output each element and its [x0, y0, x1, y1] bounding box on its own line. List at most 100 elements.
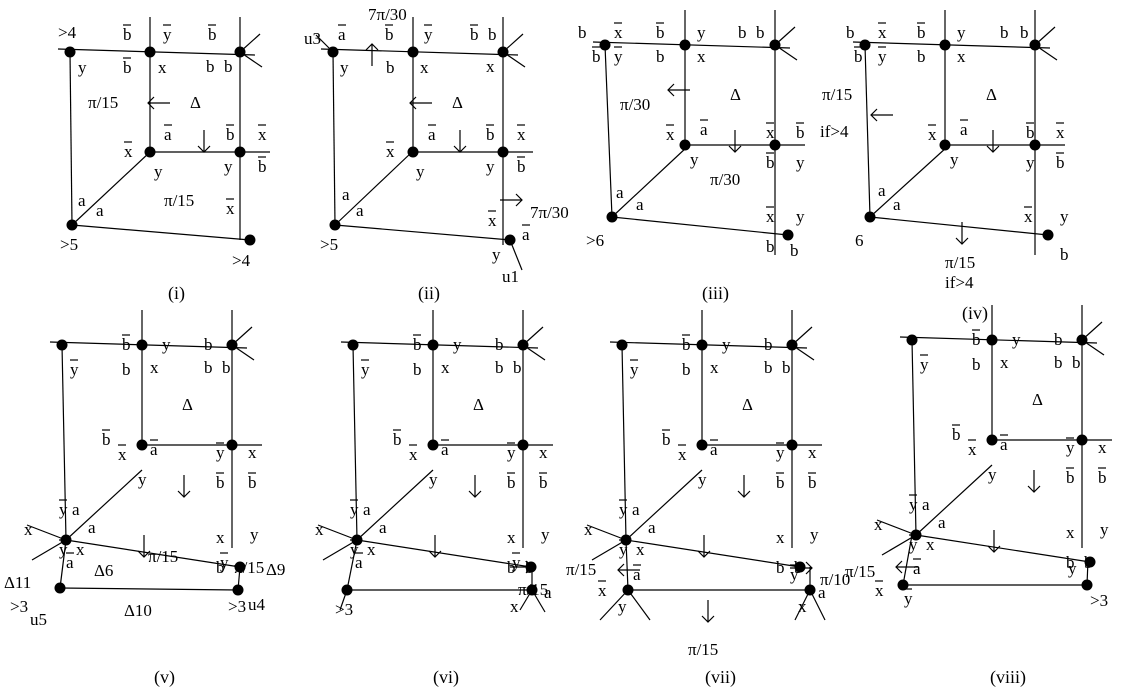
- edge-line: [61, 344, 67, 541]
- vertex-label: x: [957, 47, 966, 66]
- edge-line: [852, 41, 1051, 49]
- vertex-label: b: [539, 473, 548, 492]
- edge-line: [627, 589, 651, 621]
- panel-caption: (iv): [962, 303, 988, 324]
- vertex-label: x: [539, 443, 548, 462]
- vertex-label: x: [124, 142, 133, 161]
- edge-line: [31, 539, 67, 561]
- vertex-label: b: [776, 558, 785, 577]
- vertex-dot: [497, 146, 509, 158]
- vertex-label: b: [790, 241, 799, 260]
- vertex-label: b: [846, 23, 855, 42]
- arrow-head: [701, 615, 715, 623]
- vertex-label: x: [878, 23, 887, 42]
- edge-line: [604, 44, 613, 218]
- vertex-label: >5: [60, 235, 78, 254]
- arrow-head: [986, 145, 1000, 153]
- vertex-label: π/10: [820, 570, 850, 589]
- vertex-label: y: [698, 470, 707, 489]
- vertex-label: x: [510, 597, 519, 616]
- vertex-label: y: [424, 25, 433, 44]
- edge-line: [599, 589, 629, 621]
- vertex-label: 7π/30: [368, 5, 407, 24]
- edge-line: [59, 587, 239, 591]
- panel-caption: (i): [168, 283, 185, 304]
- vertex-label: y: [988, 465, 997, 484]
- vertex-label: y: [361, 360, 370, 379]
- vertex-label: y: [541, 525, 550, 544]
- vertex-label: Δ10: [124, 601, 152, 620]
- vertex-dot: [769, 139, 781, 151]
- vertex-dot: [939, 39, 951, 51]
- vertex-label: a: [96, 201, 104, 220]
- vertex-label: x: [636, 540, 645, 559]
- vertex-label: a: [66, 553, 74, 572]
- vertex-label: x: [248, 443, 257, 462]
- vertex-label: a: [632, 500, 640, 519]
- vertex-label: a: [1000, 435, 1008, 454]
- vertex-label: y: [697, 23, 706, 42]
- vertex-label: a: [379, 518, 387, 537]
- vertex-label: y: [619, 540, 628, 559]
- vertex-label: a: [938, 513, 946, 532]
- vertex-dot: [986, 334, 998, 346]
- vertex-label: x: [766, 207, 775, 226]
- vertex-label: b: [1020, 23, 1029, 42]
- arrow-head: [805, 561, 813, 575]
- vertex-label: x: [315, 520, 324, 539]
- vertex-label: b: [486, 125, 495, 144]
- vertex-dot: [804, 584, 816, 596]
- vertex-label: b: [525, 558, 534, 577]
- vertex-label: y: [878, 47, 887, 66]
- vertex-dot: [234, 46, 246, 58]
- vertex-dot: [66, 219, 78, 231]
- vertex-dot: [622, 584, 634, 596]
- edge-line: [869, 216, 1049, 236]
- arrow-head: [895, 560, 903, 574]
- vertex-label: a: [893, 195, 901, 214]
- vertex-label: b: [258, 157, 267, 176]
- vertex-label: >4: [232, 251, 251, 270]
- vertex-label: >3: [10, 597, 28, 616]
- vertex-label: y: [492, 245, 501, 264]
- vertex-label: x: [766, 123, 775, 142]
- vertex-label: b: [662, 430, 671, 449]
- panel-caption: (vii): [705, 667, 736, 688]
- edge-line: [346, 539, 358, 591]
- vertex-label: b: [517, 157, 526, 176]
- edge-line: [71, 151, 151, 226]
- vertex-dot: [525, 561, 537, 573]
- vertex-label: b: [738, 23, 747, 42]
- vertex-label: y: [350, 500, 359, 519]
- vertex-label: a: [78, 191, 86, 210]
- vertex-label: x: [614, 23, 623, 42]
- vertex-label: y: [486, 157, 495, 176]
- edge-line: [902, 534, 913, 586]
- vertex-label: b: [917, 23, 926, 42]
- vertex-label: >3: [228, 597, 246, 616]
- edge-line: [340, 341, 539, 349]
- vertex-label: y: [1026, 153, 1035, 172]
- vertex-label: b: [513, 358, 522, 377]
- vertex-label: b: [1060, 245, 1069, 264]
- vertex-dot: [64, 46, 76, 58]
- vertex-label: u4: [248, 595, 266, 614]
- vertex-label: y: [790, 565, 799, 584]
- vertex-label: a: [428, 125, 436, 144]
- vertex-dot: [786, 339, 798, 351]
- vertex-label: Δ9: [266, 560, 285, 579]
- vertex-label: a: [441, 440, 449, 459]
- vertex-label: x: [386, 142, 395, 161]
- vertex-label: x: [216, 528, 225, 547]
- arrow-head: [870, 108, 878, 122]
- edge-line: [864, 44, 871, 218]
- vertex-dot: [906, 334, 918, 346]
- vertex-label: b: [226, 125, 235, 144]
- vertex-label: b: [592, 47, 601, 66]
- vertex-label: a: [363, 500, 371, 519]
- vertex-dot: [427, 339, 439, 351]
- vertex-dot: [696, 339, 708, 351]
- vertex-label: y: [512, 553, 521, 572]
- vertex-label: a: [922, 495, 930, 514]
- vertex-label: b: [488, 25, 497, 44]
